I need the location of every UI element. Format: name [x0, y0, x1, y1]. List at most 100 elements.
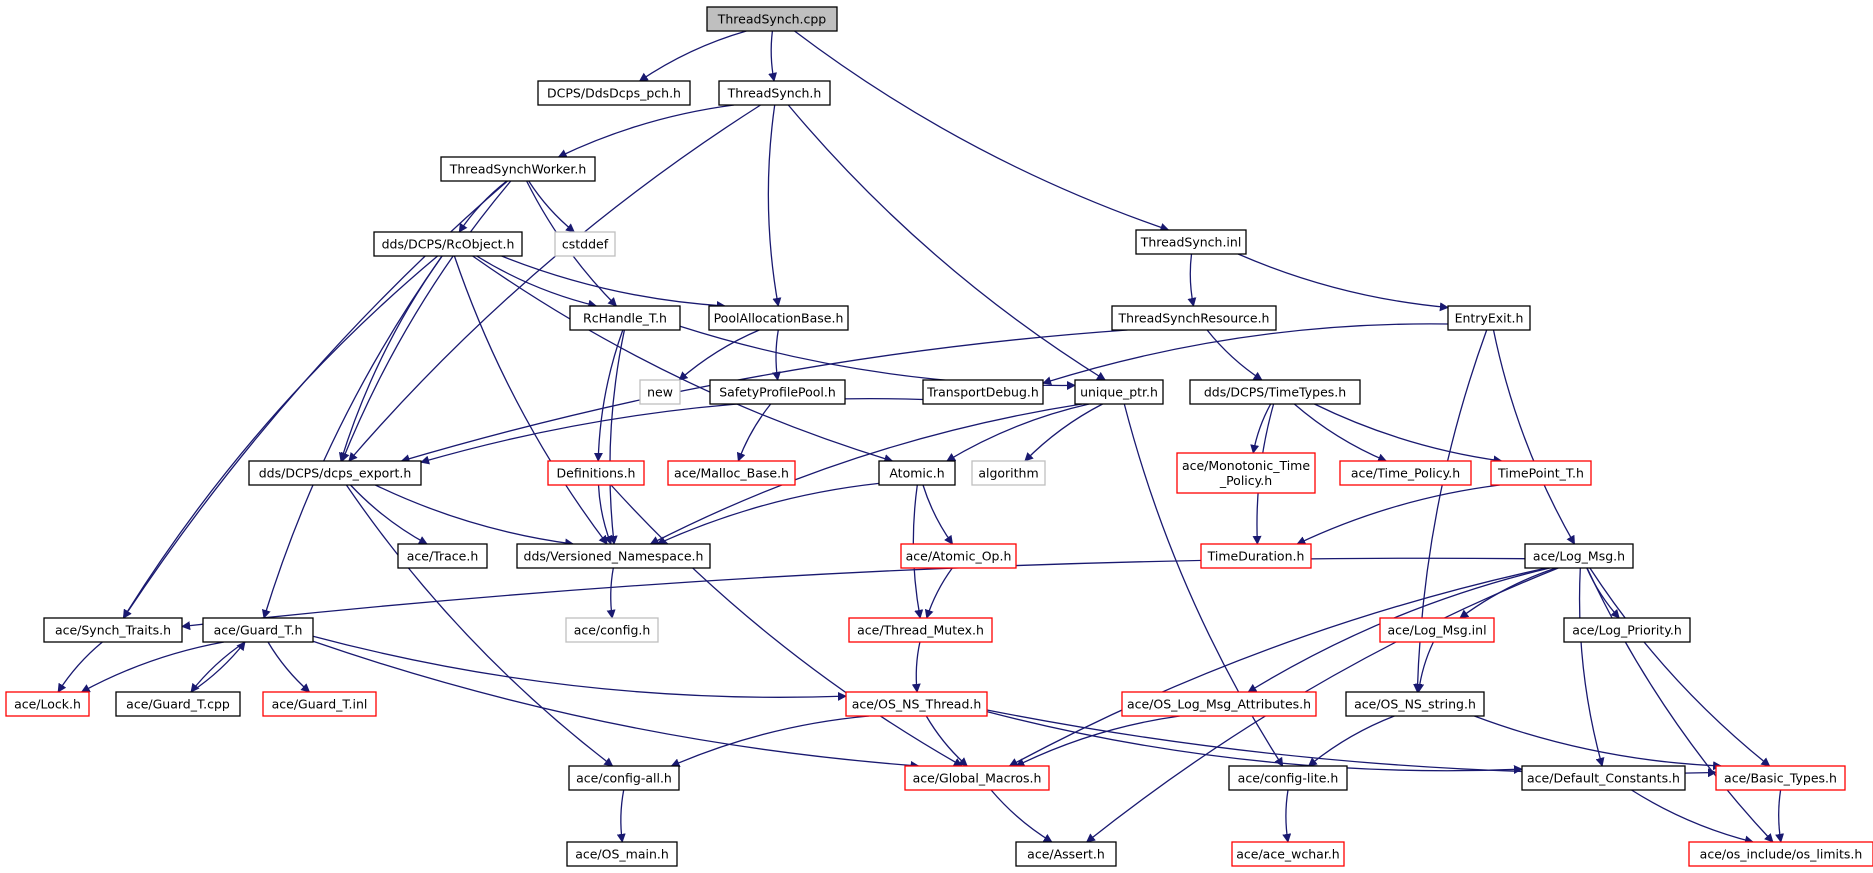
node-label: dds/DCPS/TimeTypes.h — [1204, 385, 1346, 400]
node-ace-log-msg-h[interactable]: ace/Log_Msg.h — [1524, 543, 1634, 569]
node-ace-assert-h[interactable]: ace/Assert.h — [1015, 841, 1117, 867]
node-box — [554, 231, 616, 257]
edge-n29-to-n35 — [57, 641, 103, 693]
node-ace-lock-h[interactable]: ace/Lock.h — [5, 691, 90, 717]
node-ace-os-ns-thread-h[interactable]: ace/OS_NS_Thread.h — [845, 691, 988, 717]
edge-n30-to-n35 — [80, 641, 225, 693]
node-timeduration-h[interactable]: TimeDuration.h — [1200, 543, 1312, 569]
node-unique-ptr-h[interactable]: unique_ptr.h — [1074, 379, 1164, 405]
edge-n15-to-n22 — [1293, 403, 1388, 463]
node-label: ace/Trace.h — [407, 549, 479, 564]
node-ace-os-include-os-limits-h[interactable]: ace/os_include/os_limits.h — [1688, 841, 1873, 867]
node-box — [845, 691, 988, 717]
node-label: ace/config-all.h — [576, 771, 672, 786]
node-cstddef: cstddef — [554, 231, 616, 257]
node-label: ace/Thread_Mutex.h — [857, 623, 984, 638]
node-ace-ace-wchar-h[interactable]: ace/ace_wchar.h — [1231, 841, 1345, 867]
node-ace-log-priority-h[interactable]: ace/Log_Priority.h — [1563, 617, 1691, 643]
node-threadsynch-inl[interactable]: ThreadSynch.inl — [1135, 229, 1247, 255]
edge-n8-to-n11 — [678, 329, 760, 381]
node-box — [1228, 765, 1348, 791]
node-ace-guard-t-cpp[interactable]: ace/Guard_T.cpp — [115, 691, 241, 717]
node-box — [115, 691, 241, 717]
node-ace-basic-types-h[interactable]: ace/Basic_Types.h — [1715, 765, 1846, 791]
node-ace-guard-t-inl[interactable]: ace/Guard_T.inl — [262, 691, 377, 717]
edge-n7-to-n25 — [608, 329, 626, 545]
node-threadsynchworker-h[interactable]: ThreadSynchWorker.h — [440, 156, 596, 182]
node-ace-monotonic-time-policy-h[interactable]: ace/Monotonic_Time_Policy.h — [1176, 452, 1316, 494]
edge-n28-to-n42 — [1008, 567, 1547, 767]
edge-n36-to-n30 — [190, 641, 246, 693]
edge-n16-to-n24 — [350, 484, 428, 545]
node-ace-config-all-h[interactable]: ace/config-all.h — [568, 765, 680, 791]
node-dds-dcps-rcobject-h[interactable]: dds/DCPS/RcObject.h — [373, 231, 523, 257]
node-box — [5, 691, 90, 717]
node-rchandle-t-h[interactable]: RcHandle_T.h — [569, 305, 681, 331]
edge-n17-to-n25 — [597, 484, 613, 545]
edge-n30-to-n42 — [312, 640, 920, 770]
edge-n5-to-n19 — [472, 255, 894, 463]
node-label: Definitions.h — [557, 466, 636, 481]
node-ace-default-constants-h[interactable]: ace/Default_Constants.h — [1521, 765, 1686, 791]
node-atomic-h[interactable]: Atomic.h — [878, 460, 956, 486]
edge-n2-to-n14 — [787, 104, 1106, 381]
node-ace-time-policy-h[interactable]: ace/Time_Policy.h — [1339, 460, 1472, 486]
node-algorithm: algorithm — [971, 460, 1046, 486]
node-ace-trace-h[interactable]: ace/Trace.h — [397, 543, 488, 569]
node-threadsynch-cpp[interactable]: ThreadSynch.cpp — [706, 6, 838, 32]
edge-n32-to-n38 — [911, 641, 921, 693]
node-label: ace/OS_NS_string.h — [1354, 697, 1476, 712]
node-ace-os-log-msg-attributes-h[interactable]: ace/OS_Log_Msg_Attributes.h — [1121, 691, 1317, 717]
node-label: dds/DCPS/dcps_export.h — [259, 466, 412, 481]
node-threadsynchresource-h[interactable]: ThreadSynchResource.h — [1111, 305, 1277, 331]
edge-n10-to-n28 — [1492, 329, 1576, 545]
edge-n38-to-n42 — [925, 715, 968, 767]
node-dds-dcps-dcps-export-h[interactable]: dds/DCPS/dcps_export.h — [248, 460, 422, 486]
node-label: ace/Guard_T.inl — [272, 697, 368, 712]
node-safetyprofilepool-h[interactable]: SafetyProfilePool.h — [709, 379, 846, 405]
edge-n28-to-n44 — [1578, 567, 1605, 767]
edge-n30-to-n36 — [190, 641, 246, 693]
node-transportdebug-h[interactable]: TransportDebug.h — [922, 379, 1044, 405]
node-label: ace/config-lite.h — [1238, 771, 1339, 786]
node-label: ace/Time_Policy.h — [1351, 466, 1460, 481]
edge-n16-to-n41 — [345, 484, 614, 767]
node-box — [1379, 617, 1495, 643]
node-dcps-ddsdcps-pch-h[interactable]: DCPS/DdsDcps_pch.h — [537, 80, 691, 106]
node-threadsynch-h[interactable]: ThreadSynch.h — [718, 80, 831, 106]
node-box — [537, 80, 691, 106]
node-box — [1490, 460, 1592, 486]
node-label: ace/OS_Log_Msg_Attributes.h — [1127, 697, 1311, 712]
node-label: ThreadSynch.inl — [1140, 235, 1242, 250]
node-label: ThreadSynch.cpp — [717, 12, 827, 27]
node-label: TimeDuration.h — [1207, 549, 1305, 564]
node-ace-malloc-base-h[interactable]: ace/Malloc_Base.h — [667, 460, 796, 486]
edge-n19-to-n25 — [656, 482, 880, 545]
edge-n28-to-n45 — [1589, 567, 1771, 767]
node-label: ace/Default_Constants.h — [1527, 771, 1680, 786]
node-poolallocationbase-h[interactable]: PoolAllocationBase.h — [708, 305, 849, 331]
node-box — [904, 765, 1050, 791]
node-dds-dcps-timetypes-h[interactable]: dds/DCPS/TimeTypes.h — [1189, 379, 1361, 405]
node-ace-global-macros-h[interactable]: ace/Global_Macros.h — [904, 765, 1050, 791]
node-entryexit-h[interactable]: EntryExit.h — [1447, 305, 1531, 331]
edge-n14-to-n25 — [649, 403, 1083, 545]
edge-n14-to-n20 — [1024, 403, 1103, 462]
node-ace-atomic-op-h[interactable]: ace/Atomic_Op.h — [900, 543, 1017, 569]
node-box — [1135, 229, 1247, 255]
node-label: Atomic.h — [889, 466, 944, 481]
node-ace-guard-t-h[interactable]: ace/Guard_T.h — [202, 617, 314, 643]
node-ace-log-msg-inl[interactable]: ace/Log_Msg.inl — [1379, 617, 1495, 643]
node-definitions-h[interactable]: Definitions.h — [547, 460, 645, 486]
node-label: _Policy.h — [1219, 473, 1272, 488]
node-ace-synch-traits-h[interactable]: ace/Synch_Traits.h — [43, 617, 183, 643]
node-ace-os-main-h[interactable]: ace/OS_main.h — [566, 841, 678, 867]
node-ace-thread-mutex-h[interactable]: ace/Thread_Mutex.h — [848, 617, 993, 643]
node-dds-versioned-namespace-h[interactable]: dds/Versioned_Namespace.h — [516, 543, 711, 569]
node-ace-config-lite-h[interactable]: ace/config-lite.h — [1228, 765, 1348, 791]
node-label: ace/Assert.h — [1027, 847, 1105, 862]
node-timepoint-t-h[interactable]: TimePoint_T.h — [1490, 460, 1592, 486]
node-label: algorithm — [978, 466, 1038, 481]
node-box — [1521, 765, 1686, 791]
node-ace-os-ns-string-h[interactable]: ace/OS_NS_string.h — [1345, 691, 1485, 717]
